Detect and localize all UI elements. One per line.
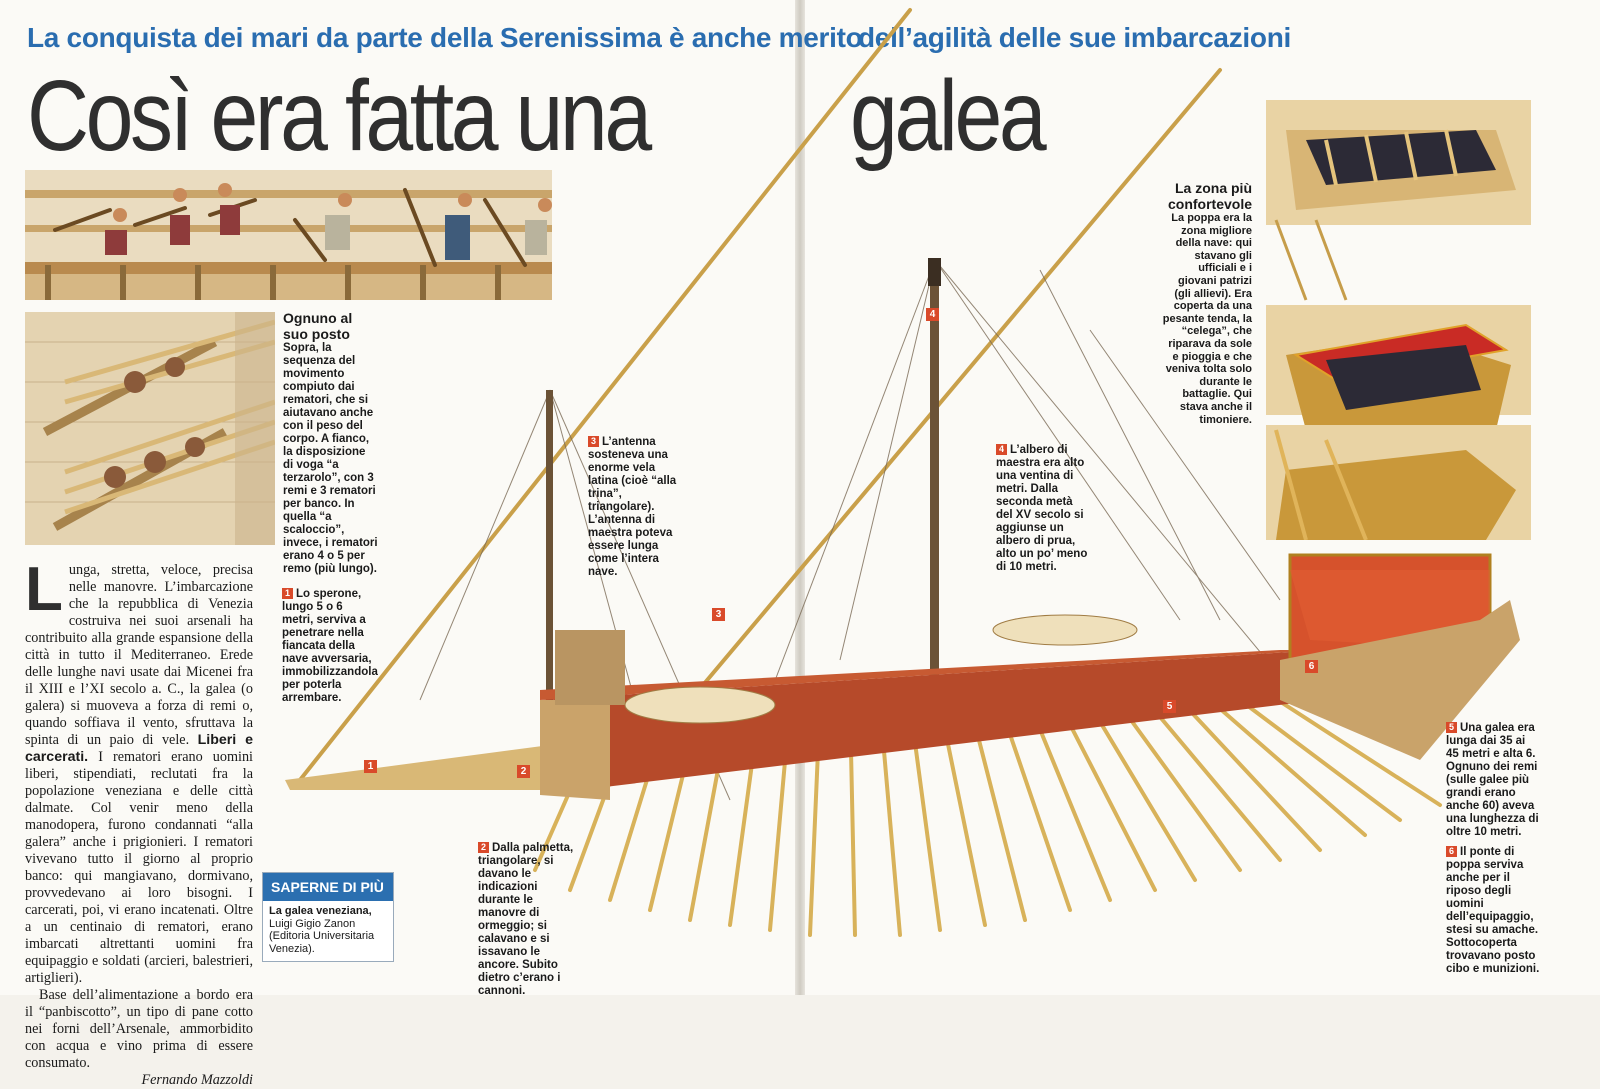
- marker-3: 3: [712, 608, 725, 621]
- caption-number: 4: [996, 444, 1007, 455]
- page-title-left: Così era fatta una: [27, 60, 652, 172]
- article-paragraph-3: Base dell’alimentazione a bordo era il “…: [25, 987, 253, 1071]
- article-subhead: Liberi e carcerati.: [25, 732, 253, 765]
- caption-posto-text: Sopra, la sequenza del movimento compiut…: [283, 342, 378, 575]
- caption-albero-text: L’albero di maestra era alto una ventina…: [996, 444, 1088, 573]
- article-body: L unga, stretta, veloce, precisa nelle m…: [25, 555, 253, 1089]
- page-title-right: galea: [850, 60, 1047, 172]
- book-title: La galea veneziana,: [269, 905, 372, 917]
- caption-number: 3: [588, 436, 599, 447]
- caption-number: 2: [478, 842, 489, 853]
- kicker-right: dell’agilità delle sue imbarcazioni: [858, 22, 1291, 53]
- article-author: Fernando Mazzoldi: [141, 1072, 253, 1088]
- caption-posto: Ognuno al suo posto Sopra, la sequenza d…: [283, 310, 378, 576]
- page-gutter: [795, 0, 805, 995]
- caption-galea-text: Una galea era lunga dai 35 ai 45 metri e…: [1446, 722, 1539, 838]
- dropcap: L: [25, 555, 63, 624]
- galley-illustration: [285, 8, 1520, 937]
- marker-4: 4: [926, 308, 939, 321]
- caption-posto-title: Ognuno al suo posto: [283, 310, 353, 342]
- rowing-topview-illustration: [25, 312, 275, 545]
- marker-1: 1: [364, 760, 377, 773]
- marker-5: 5: [1163, 700, 1176, 713]
- caption-number: 5: [1446, 722, 1457, 733]
- caption-number: 6: [1446, 846, 1457, 857]
- marker-2: 2: [517, 765, 530, 778]
- main-yard-antenna: [298, 8, 912, 782]
- stern-detail-illustrations: [1266, 100, 1531, 540]
- caption-zona-text: La poppa era la zona migliore della nave…: [1162, 212, 1252, 426]
- article-paragraph-2: I rematori erano uomini liberi, stipendi…: [25, 749, 253, 986]
- saperne-di-piu-box: SAPERNE DI PIÙ La galea veneziana, Luigi…: [262, 872, 394, 962]
- kicker-left: La conquista dei mari da parte della Ser…: [27, 22, 863, 53]
- article-paragraph-1: unga, stretta, veloce, precisa nelle man…: [25, 562, 253, 748]
- caption-zona: La zona più confortevole La poppa era la…: [1160, 180, 1252, 426]
- caption-zona-title: La zona più confortevole: [1167, 180, 1252, 212]
- rowers-sequence-illustration: [25, 170, 552, 300]
- caption-antenna-text: L’antenna sosteneva una enorme vela lati…: [588, 436, 677, 578]
- saperne-di-piu-label: SAPERNE DI PIÙ: [263, 873, 393, 901]
- magazine-spread: La conquista dei mari da parte della Ser…: [25, 0, 1541, 1089]
- caption-sperone-text: Lo sperone, lungo 5 o 6 metri, serviva a…: [282, 588, 378, 704]
- book-info: Luigi Gigio Zanon (Editoria Universitari…: [269, 917, 375, 955]
- caption-number: 1: [282, 588, 293, 599]
- marker-6: 6: [1305, 660, 1318, 673]
- caption-ponte-text: Il ponte di poppa serviva anche per il r…: [1446, 846, 1540, 975]
- caption-palmetta-text: Dalla palmetta, triangolare, si davano l…: [478, 842, 574, 997]
